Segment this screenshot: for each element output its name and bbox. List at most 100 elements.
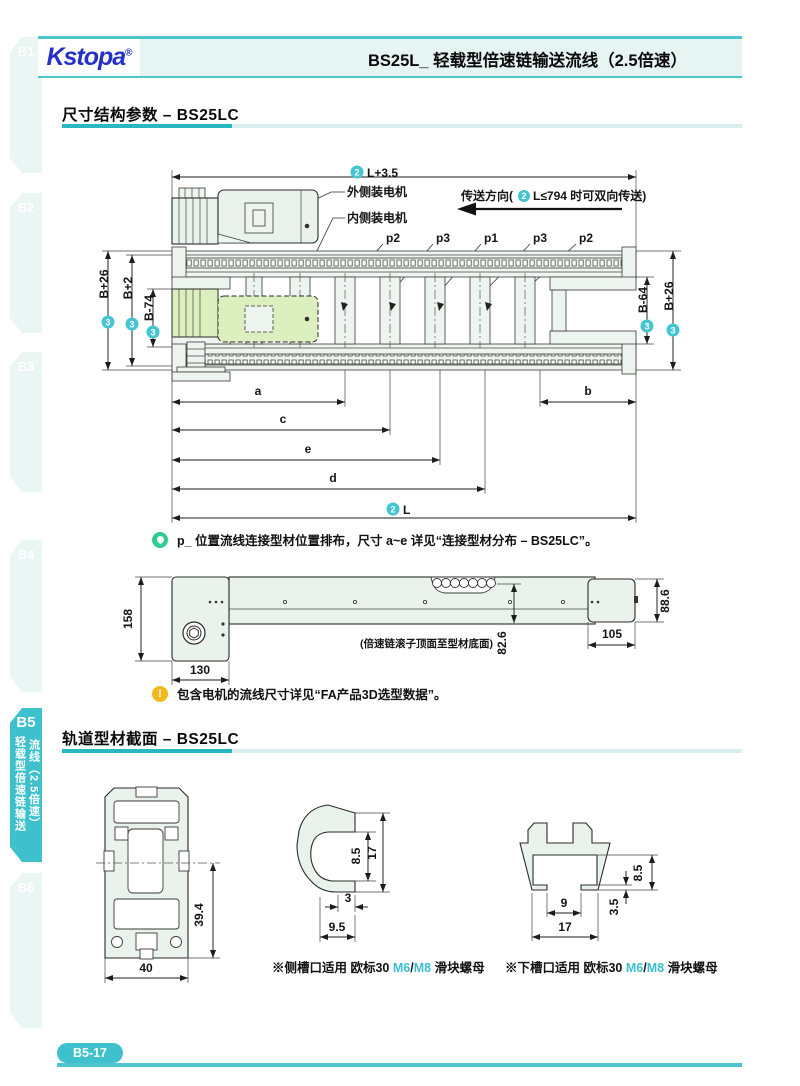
svg-text:3: 3	[105, 318, 110, 328]
right-end-plate-bottom	[549, 330, 637, 345]
sidebar-tab-b4[interactable]: B4	[10, 540, 42, 692]
p-position-labels: p2 p3 p1 p3 p2	[346, 231, 593, 289]
side-view-dimensions: 158 130 82.6 (倍速链滚子顶面至型材底面) 88.6 105	[121, 576, 672, 685]
conveyor-top-view-diagram: 2 L+3.5 传送方向( 2 L≤794 时可双向传送) 外侧装电机 内侧装电…	[97, 165, 681, 523]
warning-icon: !	[152, 685, 168, 702]
profile-main-extrusion: 39.4 40	[96, 786, 220, 983]
svg-text:B+2: B+2	[121, 277, 135, 300]
svg-text:2: 2	[354, 168, 359, 178]
section2-underline-dark	[62, 749, 232, 753]
left-dimensions: 3 B+26 3 B+2 3 B-74	[97, 250, 172, 371]
direction-note: 传送方向( 2 L≤794 时可双向传送)	[457, 188, 646, 216]
right-end-plate-top	[549, 276, 637, 291]
svg-text:3.5: 3.5	[607, 898, 621, 915]
tab-label: B4	[17, 547, 35, 562]
conveyor-side-view-diagram: 158 130 82.6 (倍速链滚子顶面至型材底面) 88.6 105	[121, 576, 672, 685]
circled-number-icon	[518, 190, 530, 202]
svg-text:2: 2	[390, 505, 395, 515]
svg-text:L+3.5: L+3.5	[367, 166, 398, 180]
header-top-rule	[38, 36, 742, 39]
svg-text:p3: p3	[436, 231, 450, 245]
footer-rule	[57, 1063, 742, 1067]
svg-text:3: 3	[150, 328, 155, 338]
svg-text:105: 105	[602, 627, 622, 641]
tab-vlabel-left: 轻载型倍速链输送	[13, 736, 26, 832]
svg-text:3: 3	[670, 326, 675, 336]
rail-profile-sections: 39.4 40 8.5 17 3 9.5 9 17	[96, 786, 658, 983]
side-view-body	[171, 576, 638, 662]
section1-underline-light	[232, 124, 742, 128]
tab-label: B5	[16, 714, 36, 731]
tab-label: B1	[17, 44, 35, 59]
svg-text:130: 130	[190, 663, 210, 677]
sidebar-tab-b5-active[interactable]: B5 流线（2.5倍速） 轻载型倍速链输送	[10, 708, 42, 862]
chain-strip-bottom	[185, 353, 623, 365]
svg-text:B-74: B-74	[142, 295, 156, 321]
header-band	[38, 39, 742, 76]
brand-logo-box: Kstopa®	[38, 39, 140, 76]
tab-label: B3	[17, 359, 35, 374]
travel-arrow-icon	[437, 302, 444, 311]
svg-text:158: 158	[121, 609, 135, 629]
svg-text:88.6: 88.6	[658, 589, 672, 613]
chain-rollers	[432, 578, 496, 588]
cross-members	[245, 273, 567, 348]
svg-text:L: L	[403, 503, 410, 517]
section1-title: 尺寸结构参数 – BS25LC	[62, 107, 240, 124]
svg-text:3: 3	[129, 320, 134, 330]
svg-text:8.5: 8.5	[349, 847, 363, 864]
note-text: p_ 位置流线连接型材位置排布，尺寸 a~e 详见“连接型材分布 – BS25L…	[177, 534, 598, 548]
svg-text:9: 9	[561, 896, 568, 910]
svg-text:p1: p1	[484, 231, 498, 245]
dim-total-length: 2 L+3.5	[171, 165, 637, 248]
profile-bottom-groove: 9 17 8.5 3.5	[519, 822, 658, 941]
sidebar-tab-b6[interactable]: B6	[10, 873, 42, 1028]
svg-text:(倍速链滚子顶面至型材底面): (倍速链滚子顶面至型材底面)	[360, 637, 493, 650]
note-profile-positions: p_ 位置流线连接型材位置排布，尺寸 a~e 详见“连接型材分布 – BS25L…	[152, 530, 598, 549]
svg-text:40: 40	[139, 961, 153, 975]
bottom-dimensions: a b c e d 2 L	[171, 370, 637, 523]
section2-title: 轨道型材截面 – BS25LC	[62, 731, 240, 748]
inner-motor-assembly	[171, 288, 319, 382]
tab-vlabel-right: 流线（2.5倍速）	[27, 738, 40, 830]
svg-text:传送方向(: 传送方向(	[460, 188, 513, 203]
svg-text:82.6: 82.6	[495, 631, 509, 655]
svg-text:2: 2	[521, 191, 526, 201]
hex-shaft-icon	[189, 627, 199, 639]
sidebar-tab-b2[interactable]: B2	[10, 193, 42, 333]
travel-arrow-icon	[389, 302, 396, 311]
svg-text:8.5: 8.5	[631, 864, 645, 881]
tab-label: B6	[17, 880, 35, 895]
svg-text:3: 3	[644, 322, 649, 332]
outer-motor-assembly	[171, 187, 319, 245]
svg-text:17: 17	[365, 846, 379, 860]
brand-logo: Kstopa®	[46, 43, 132, 71]
svg-text:e: e	[305, 442, 312, 456]
chain-strip-top	[185, 257, 623, 269]
svg-text:17: 17	[558, 920, 572, 934]
tip-icon	[152, 531, 168, 548]
sidebar-tab-b1[interactable]: B1	[10, 37, 42, 173]
page-number-badge: B5-17	[57, 1043, 123, 1063]
svg-text:p2: p2	[386, 231, 400, 245]
note-side-slot: ※侧槽口适用 欧标30 M6/M8 滑块螺母	[272, 961, 485, 975]
svg-text:B-64: B-64	[636, 287, 650, 313]
right-dimensions: 3 B-64 3 B+26	[636, 250, 681, 371]
section1-underline-dark	[62, 124, 232, 128]
svg-text:d: d	[329, 471, 336, 485]
svg-text:p3: p3	[533, 231, 547, 245]
circled-number-icon	[350, 165, 364, 179]
page-title: BS25L_ 轻载型倍速链输送流线（2.5倍速）	[368, 52, 688, 70]
svg-text:内侧装电机: 内侧装电机	[347, 210, 407, 225]
travel-arrow-icon	[341, 302, 348, 311]
registered-mark: ®	[125, 47, 132, 59]
svg-text:39.4: 39.4	[192, 903, 206, 927]
svg-text:b: b	[584, 384, 591, 398]
note-3d-data: ! 包含电机的流线尺寸详见“FA产品3D选型数据”。	[152, 684, 446, 703]
svg-text:a: a	[255, 384, 262, 398]
conveyor-rails	[171, 246, 637, 375]
svg-text:3: 3	[345, 891, 352, 905]
section2-underline-light	[232, 749, 742, 753]
sidebar-tab-b3[interactable]: B3	[10, 352, 42, 492]
svg-text:B+26: B+26	[97, 269, 111, 298]
